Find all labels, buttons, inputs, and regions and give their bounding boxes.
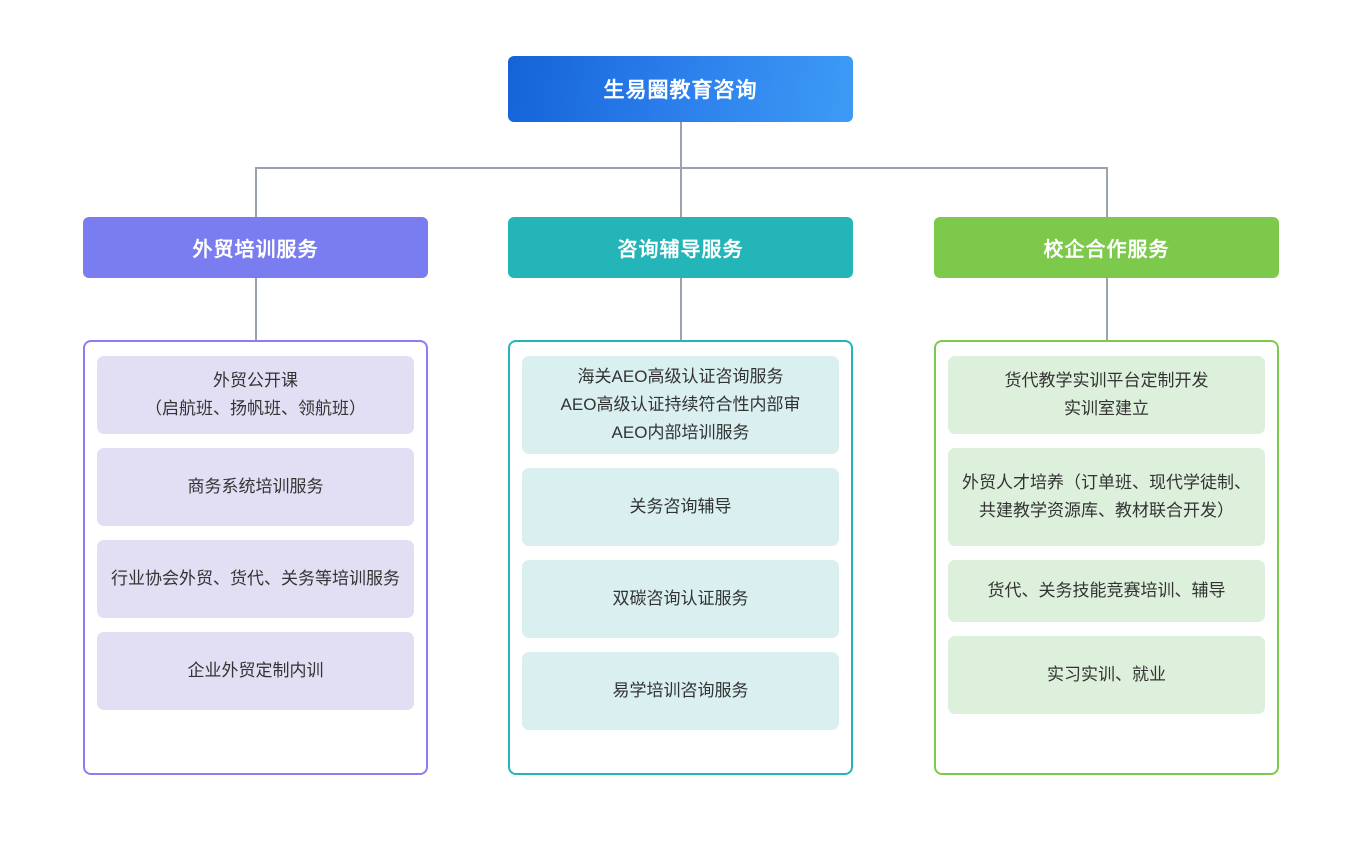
leaf-item[interactable]: 外贸人才培养（订单班、现代学徒制、共建教学资源库、教材联合开发） xyxy=(948,448,1265,546)
branch-header-3[interactable]: 校企合作服务 xyxy=(934,217,1279,278)
leaf-item[interactable]: 外贸公开课 （启航班、扬帆班、领航班） xyxy=(97,356,414,434)
branch-column-1: 外贸培训服务 外贸公开课 （启航班、扬帆班、领航班） 商务系统培训服务 行业协会… xyxy=(83,217,428,775)
connector-drop-branch-3 xyxy=(1106,167,1108,217)
leaf-item[interactable]: 货代教学实训平台定制开发 实训室建立 xyxy=(948,356,1265,434)
leaf-item[interactable]: 企业外贸定制内训 xyxy=(97,632,414,710)
branch-header-2[interactable]: 咨询辅导服务 xyxy=(508,217,853,278)
leaf-item[interactable]: 双碳咨询认证服务 xyxy=(522,560,839,638)
root-node-label: 生易圈教育咨询 xyxy=(603,79,758,102)
leaf-group-3: 货代教学实训平台定制开发 实训室建立 外贸人才培养（订单班、现代学徒制、共建教学… xyxy=(934,340,1279,775)
leaf-group-1: 外贸公开课 （启航班、扬帆班、领航班） 商务系统培训服务 行业协会外贸、货代、关… xyxy=(83,340,428,775)
leaf-item[interactable]: 易学培训咨询服务 xyxy=(522,652,839,730)
leaf-item[interactable]: 海关AEO高级认证咨询服务 AEO高级认证持续符合性内部审 AEO内部培训服务 xyxy=(522,356,839,454)
leaf-group-2: 海关AEO高级认证咨询服务 AEO高级认证持续符合性内部审 AEO内部培训服务 … xyxy=(508,340,853,775)
branch-header-2-label: 咨询辅导服务 xyxy=(617,239,744,261)
leaf-item[interactable]: 关务咨询辅导 xyxy=(522,468,839,546)
connector-root-stem xyxy=(680,122,682,168)
branch-header-3-label: 校企合作服务 xyxy=(1043,239,1170,261)
branch-header-1[interactable]: 外贸培训服务 xyxy=(83,217,428,278)
branch-column-3: 校企合作服务 货代教学实训平台定制开发 实训室建立 外贸人才培养（订单班、现代学… xyxy=(934,217,1279,775)
connector-drop-branch-2 xyxy=(680,167,682,217)
leaf-item[interactable]: 商务系统培训服务 xyxy=(97,448,414,526)
leaf-item[interactable]: 行业协会外贸、货代、关务等培训服务 xyxy=(97,540,414,618)
connector-branch-3-to-group xyxy=(1106,278,1108,340)
branch-header-1-label: 外贸培训服务 xyxy=(192,239,319,261)
connector-drop-branch-1 xyxy=(255,167,257,217)
connector-horizontal-bus xyxy=(255,167,1107,169)
leaf-item[interactable]: 实习实训、就业 xyxy=(948,636,1265,714)
root-node[interactable]: 生易圈教育咨询 xyxy=(508,56,853,122)
connector-branch-1-to-group xyxy=(255,278,257,340)
leaf-item[interactable]: 货代、关务技能竞赛培训、辅导 xyxy=(948,560,1265,622)
branch-column-2: 咨询辅导服务 海关AEO高级认证咨询服务 AEO高级认证持续符合性内部审 AEO… xyxy=(508,217,853,775)
connector-branch-2-to-group xyxy=(680,278,682,340)
